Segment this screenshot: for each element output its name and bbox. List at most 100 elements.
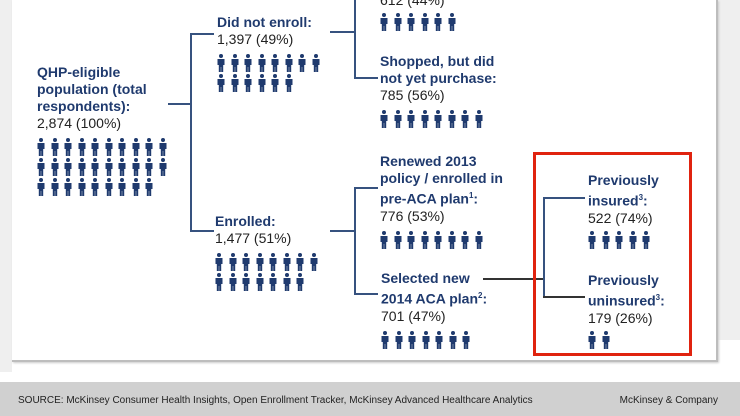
node-title: Did not enroll: xyxy=(217,14,312,30)
person-icon xyxy=(434,110,442,128)
connector xyxy=(168,103,191,105)
node-title: Selected new 2014 ACA plan xyxy=(381,270,478,307)
highlight-box xyxy=(533,152,692,356)
connector xyxy=(330,230,355,232)
node-value: 701 (47%) xyxy=(381,307,446,324)
footnote-ref: 2 xyxy=(478,291,483,300)
person-icon xyxy=(271,74,279,92)
colon: : xyxy=(660,292,665,309)
person-icon xyxy=(394,110,401,128)
person-icon xyxy=(78,138,85,156)
people-icons xyxy=(215,253,327,291)
person-icon xyxy=(215,253,223,271)
person-icon xyxy=(588,330,596,349)
person-icon xyxy=(588,230,596,249)
connector xyxy=(543,296,585,298)
person-icon xyxy=(51,178,58,196)
node-total: QHP-eligible population (total responden… xyxy=(37,64,167,196)
node-title: Shopped, but did not yet purchase: xyxy=(380,53,497,86)
node-value: 1,477 (51%) xyxy=(215,230,292,246)
people-icons xyxy=(37,138,177,196)
left-margin xyxy=(0,0,12,372)
person-icon xyxy=(37,158,45,176)
connector xyxy=(543,197,545,297)
node-prev-uninsured: Previously uninsured3: 179 (26%) xyxy=(588,272,683,349)
person-icon xyxy=(475,110,482,128)
person-icon xyxy=(64,158,72,176)
person-icon xyxy=(285,54,292,72)
person-icon xyxy=(132,138,139,156)
person-icon xyxy=(394,230,401,249)
person-icon xyxy=(256,273,263,291)
person-icon xyxy=(462,330,470,349)
person-icon xyxy=(380,110,388,128)
people-icons xyxy=(380,110,492,128)
person-icon xyxy=(105,158,112,176)
person-icon xyxy=(229,253,236,271)
footer: SOURCE: McKinsey Consumer Health Insight… xyxy=(0,382,740,416)
person-icon xyxy=(407,13,415,31)
person-icon xyxy=(145,158,153,176)
company-name: McKinsey & Company xyxy=(619,395,718,406)
person-icon xyxy=(231,54,238,72)
footnote-ref: 3 xyxy=(655,293,661,302)
person-icon xyxy=(629,230,636,249)
footnote-ref: 3 xyxy=(638,193,644,202)
person-icon xyxy=(461,230,469,249)
person-icon xyxy=(217,54,225,72)
node-selected: Selected new 2014 ACA plan2: 701 (47%) xyxy=(381,270,491,349)
person-icon xyxy=(461,110,469,128)
people-icons xyxy=(588,330,668,349)
person-icon xyxy=(434,230,442,249)
person-icon xyxy=(283,273,290,291)
person-icon xyxy=(51,138,58,156)
connector xyxy=(483,278,544,280)
node-value: 522 (74%) xyxy=(588,209,653,226)
person-icon xyxy=(105,138,112,156)
person-icon xyxy=(421,110,428,128)
person-icon xyxy=(91,178,99,196)
person-icon xyxy=(51,158,58,176)
person-icon xyxy=(64,178,72,196)
colon: : xyxy=(482,290,488,307)
node-value: 2,874 (100%) xyxy=(37,115,122,131)
person-icon xyxy=(269,253,277,271)
people-icons xyxy=(380,230,492,249)
person-icon xyxy=(244,74,252,92)
person-icon xyxy=(118,138,126,156)
person-icon xyxy=(312,54,319,72)
person-icon xyxy=(258,54,265,72)
person-icon xyxy=(242,253,250,271)
person-icon xyxy=(395,330,402,349)
person-icon xyxy=(380,13,388,31)
person-icon xyxy=(78,178,85,196)
connector xyxy=(190,33,214,35)
connector xyxy=(354,0,356,78)
person-icon xyxy=(296,253,304,271)
person-icon xyxy=(145,138,153,156)
node-value: 612 (44%) xyxy=(380,0,445,8)
person-icon xyxy=(244,54,252,72)
person-icon xyxy=(449,330,456,349)
right-margin xyxy=(718,0,740,340)
person-icon xyxy=(422,330,429,349)
colon: : xyxy=(473,190,479,207)
person-icon xyxy=(448,230,455,249)
person-icon xyxy=(310,253,317,271)
person-icon xyxy=(448,13,455,31)
connector xyxy=(330,31,355,33)
people-icons xyxy=(381,330,493,349)
person-icon xyxy=(64,138,72,156)
person-icon xyxy=(296,273,304,291)
person-icon xyxy=(602,330,609,349)
person-icon xyxy=(91,158,99,176)
person-icon xyxy=(258,74,265,92)
person-icon xyxy=(159,138,166,156)
person-icon xyxy=(242,273,250,291)
person-icon xyxy=(269,273,277,291)
person-icon xyxy=(159,158,166,176)
person-icon xyxy=(118,158,126,176)
node-enrolled: Enrolled: 1,477 (51%) xyxy=(215,213,345,291)
people-icons xyxy=(380,13,492,31)
connector xyxy=(190,230,214,232)
